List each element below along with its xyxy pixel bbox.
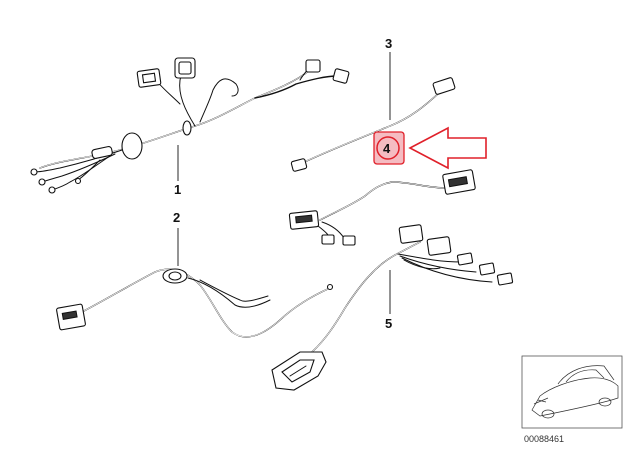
callout-4-ring xyxy=(376,136,400,160)
wiring-harness-part-2[interactable] xyxy=(56,268,334,338)
car-outline-icon xyxy=(531,365,619,419)
callout-3[interactable]: 3 xyxy=(385,36,392,51)
callout-4[interactable]: 4 xyxy=(383,141,391,156)
wiring-harness-part-1[interactable] xyxy=(30,57,350,194)
reference-code: 00088461 xyxy=(524,434,564,444)
wiring-harness-part-5[interactable] xyxy=(271,224,514,391)
wiring-harness-part-4[interactable] xyxy=(288,169,476,246)
wiring-harness-part-3[interactable] xyxy=(290,77,456,172)
callout-2[interactable]: 2 xyxy=(173,210,180,225)
callout-5[interactable]: 5 xyxy=(385,316,392,331)
callout-1[interactable]: 1 xyxy=(174,182,181,197)
highlight-arrow-icon xyxy=(408,126,487,170)
vehicle-thumbnail: 00088461 xyxy=(521,355,623,444)
